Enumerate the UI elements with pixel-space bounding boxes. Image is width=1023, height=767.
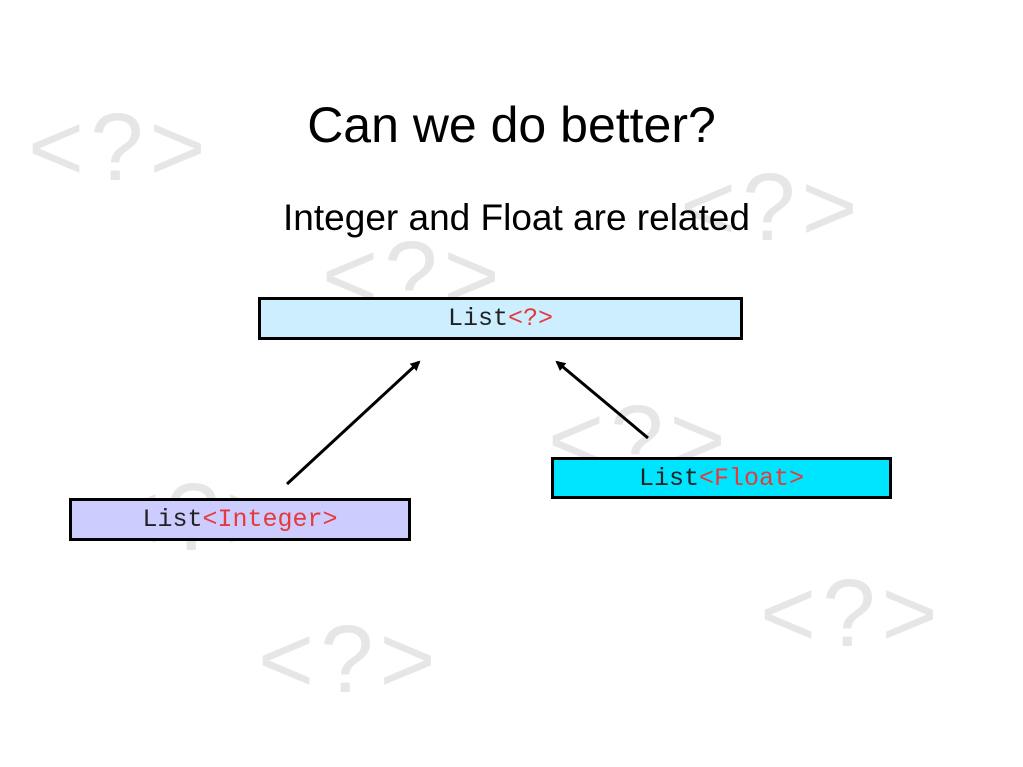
- watermark-1: <?>: [28, 94, 212, 201]
- node-label-param: <?>: [508, 304, 554, 333]
- arrow-integer-to-wildcard: [285, 360, 421, 486]
- node-list-float: List<Float>: [551, 457, 892, 499]
- node-list-wildcard: List<?>: [258, 297, 743, 340]
- node-label-param: <Float>: [698, 463, 805, 493]
- watermark-7: <?>: [258, 606, 442, 713]
- node-label-param: <Integer>: [202, 505, 338, 534]
- node-label-prefix: List: [638, 463, 699, 493]
- watermark-2: <?>: [680, 154, 864, 261]
- node-label-prefix: List: [447, 304, 508, 333]
- watermark-6: <?>: [760, 560, 944, 667]
- slide-subtitle: Integer and Float are related: [283, 197, 750, 238]
- node-list-integer: List<Integer>: [69, 498, 411, 541]
- slide-title: Can we do better?: [307, 97, 716, 153]
- arrow-float-to-wildcard: [555, 360, 649, 440]
- node-label-prefix: List: [142, 505, 203, 534]
